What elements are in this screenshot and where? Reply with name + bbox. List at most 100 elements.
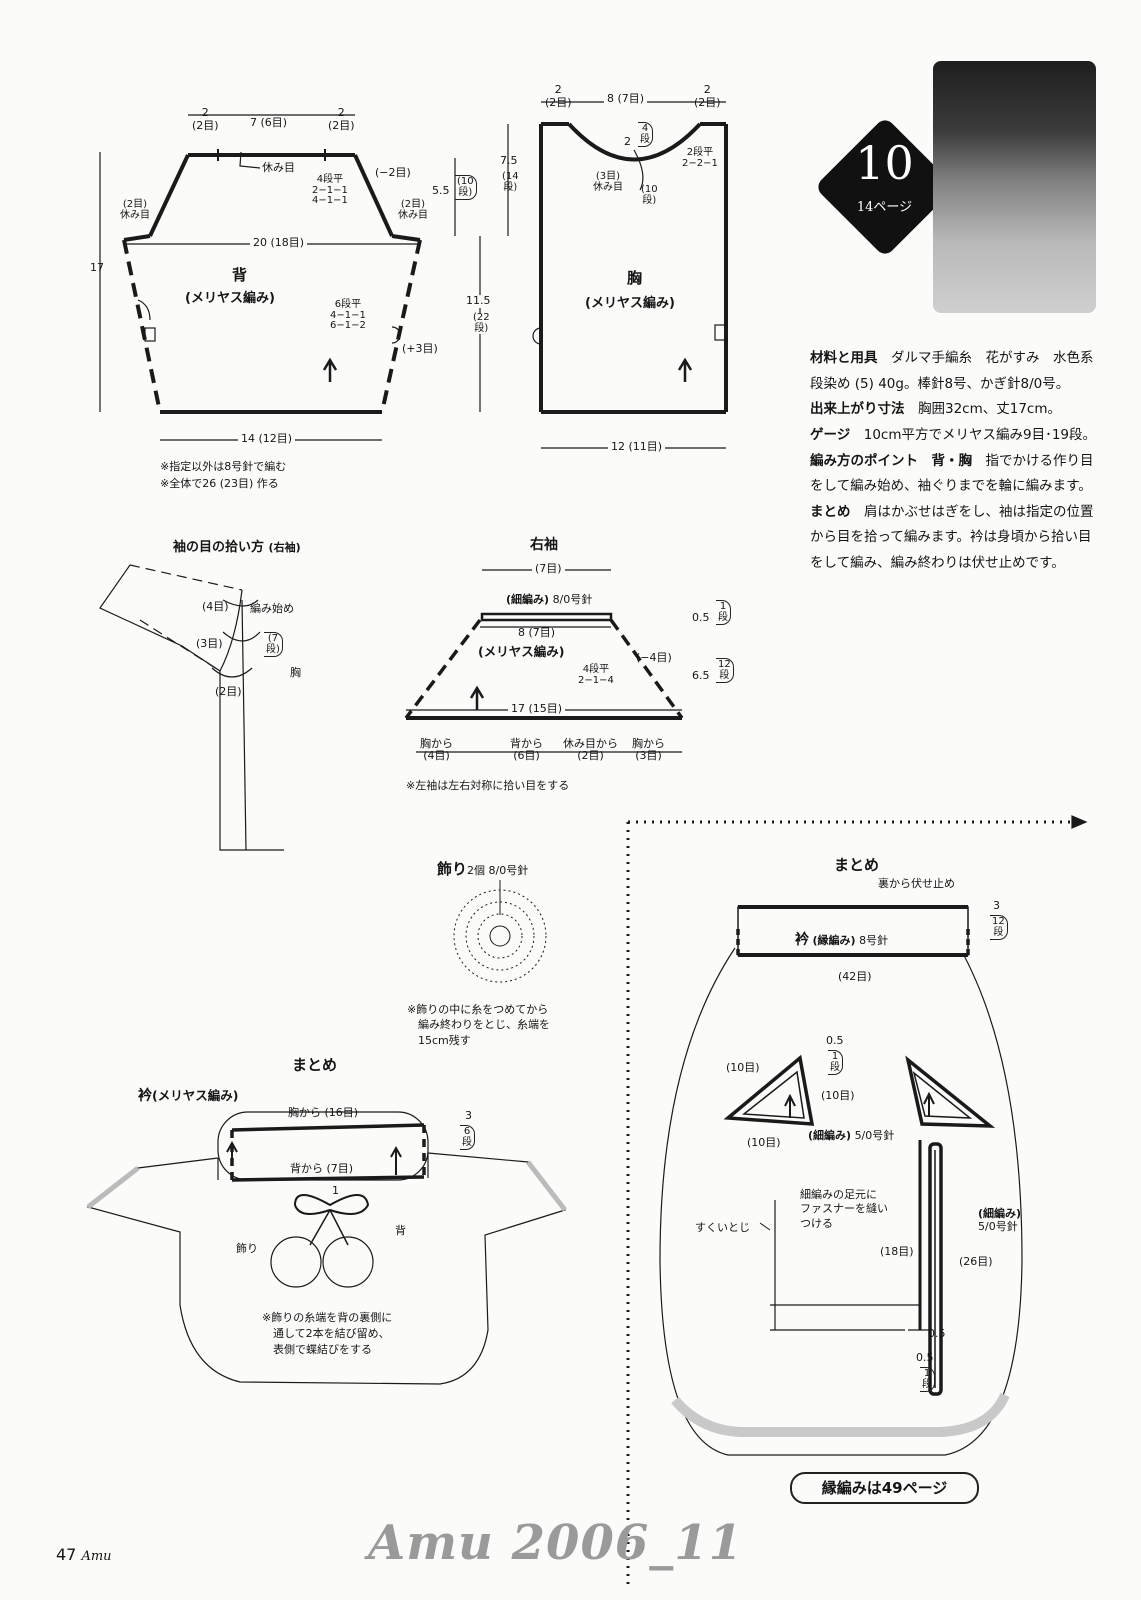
back-piece-outline [99,114,422,441]
product-photo [933,61,1096,313]
front-top-right: 2(2目) [694,83,721,109]
back-note-1: ※指定以外は8号針で編む [160,460,287,473]
right-sleeve-title: 右袖 [530,537,558,553]
finish-left-collar-rows: 6 段 [460,1125,475,1150]
finish-left-collar: 衿(メリヤス編み) [138,1088,239,1104]
pattern-number-badge: 10 14ページ [812,114,957,259]
magazine-brand: Amu 2006_11 [368,1515,744,1571]
back-side-inc-total: (+3目) [402,342,438,355]
ornament-diagram [453,880,547,983]
back-shoulder-dec-total: (−2目) [375,166,411,179]
sleeve-pickup-title: 袖の目の拾い方 (右袖) [173,540,301,555]
pick-4: 胸から(3目) [632,737,665,762]
finish-left-title: まとめ [292,1056,338,1074]
right-sleeve-bottom: 17 (15目) [508,702,566,716]
pocket-a: (10目) [726,1061,760,1074]
zip-note: 細編みの足元に ファスナーを縫い つける [800,1188,888,1230]
zip-left: (18目) [880,1245,914,1258]
right-sleeve-dec-total: (−4目) [636,651,672,664]
materials-item: 材料と用具 ダルマ手編糸 花がすみ 水色系段染め (5) 40g。棒針8号、かぎ… [810,350,1094,392]
pickup-e: 胸 [290,666,301,679]
finish-right-collar-h: 3 [993,899,1000,912]
right-sleeve-body-h: 6.5 [692,669,710,682]
back-height: 17 [90,261,104,274]
finish-right-title: まとめ [834,856,880,874]
pickup-d: (7 段) [264,632,283,657]
pattern-number: 10 [855,136,914,190]
pocket-h: 0.5 [826,1034,844,1047]
back-title: 背 [232,266,248,284]
badge-diamond [818,120,952,254]
finish-left-back-label: 背 [395,1224,406,1237]
ornament-note: ※飾りの中に糸をつめてから 編み終わりをとじ、糸端を 15cm残す [407,1003,550,1047]
finish-left-note: ※飾りの糸端を背の裏側に 通して2本を結び留め、 表側で蝶結びをする [262,1311,393,1356]
finish-right-collar: 衿 (縁編み) 8号針 [795,932,889,948]
front-top-left: 2(2目) [545,83,572,109]
finish-right-collar-sts: (42目) [838,970,872,983]
back-shoulder-dec: 4段平 2−1−1 4−1−1 [312,174,348,206]
right-sleeve-body-rows: 12 段 [716,658,734,683]
front-neck-rows2: (10 段) [641,184,658,206]
back-left-rest: (2目) 休み目 [120,199,150,221]
dotted-separator [626,815,1088,1590]
back-right-rest: (2目) 休み目 [398,199,428,221]
front-side-rows: (10 段) [455,175,477,200]
finish-left-from-back: 背から (7目) [290,1162,354,1175]
bottom-rows: 1 段 [920,1367,935,1392]
finish-left-from-front: 胸から (16目) [288,1106,359,1119]
page-reference: 14ページ [856,200,913,215]
pickup-b: 編み始め [250,602,294,615]
back-top-right: 2(2目) [328,106,355,132]
size-item: 出来上がり寸法 胸囲32cm、丈17cm。 [810,401,1062,418]
pick-2: 背から(6目) [510,737,543,762]
bottom-h2: 0.5 [928,1327,946,1340]
right-sleeve-dec: 4段平 2−1−4 [578,664,614,686]
front-neck-rest: (3目) 休み目 [593,171,623,193]
front-upper-rows: (14 段) [502,171,519,193]
back-note-2: ※全体で26 (23目) 作る [160,477,279,490]
finish-left-outline [86,1111,567,1385]
page-number: 47 Amu [56,1545,112,1564]
finish-right-collar-rows: 12 段 [990,915,1008,940]
back-top-left: 2(2目) [192,106,219,132]
pocket-b: (10目) [821,1089,855,1102]
ornament-title: 飾り2個 8/0号針 [437,860,529,878]
finish-left-one: 1 [332,1184,339,1197]
border-page-reference: 縁編みは49ページ [790,1472,979,1504]
materials-section: 材料と用具 ダルマ手編糸 花がすみ 水色系段染め (5) 40g。棒針8号、かぎ… [810,346,1100,577]
front-neck-dec: 2段平 2−2−1 [682,147,718,169]
right-sleeve-note: ※左袖は左右対称に拾い目をする [406,779,570,792]
front-top-mid: 8 (7目) [604,92,648,106]
zip-right: (26目) [959,1255,993,1268]
bottom-h: 0.5 [916,1351,934,1364]
front-bottom: 12 (11目) [608,440,666,454]
front-side-h: 5.5 [432,184,450,197]
front-lower-rows: (22 段) [473,312,490,334]
gauge-item: ゲージ 10cm平方でメリヤス編み9目･19段。 [810,426,1097,443]
finish-left-ornament: 飾り [236,1242,258,1255]
back-bottom: 14 (12目) [238,432,296,446]
slip-stitch: すくいとじ [695,1221,750,1234]
front-lower-h: 11.5 [466,294,491,308]
back-side-inc: 6段平 4−1−1 6−1−2 [330,299,366,331]
points-item: 編み方のポイント 背・胸 指でかける作り目をして編み始め、袖ぐりまでを輪に編みま… [810,452,1094,572]
front-title: 胸 [627,269,643,287]
zip-edge: (細編み)5/0号針 [978,1207,1022,1233]
right-sleeve-edge-h: 0.5 [692,611,710,624]
right-sleeve-top: (7目) [532,562,565,576]
pickup-c: (3目) [196,637,223,650]
pickup-f: (2目) [215,685,242,698]
sleeve-pickup-outline [99,564,284,851]
back-top-mid: 7 (6目) [250,116,288,129]
back-subtitle: (メリヤス編み) [185,291,275,306]
front-upper-h: 7.5 [500,154,518,167]
pick-1: 胸から(4目) [420,737,453,762]
right-sleeve-edge-rows: 1 段 [716,600,731,625]
finish-right-bind-off: 裏から伏せ止め [878,877,955,890]
finish-left-collar-h: 3 [465,1109,472,1122]
front-neck-h: 2 [624,135,631,148]
right-sleeve-stitch: (メリヤス編み) [478,644,565,659]
pickup-a: (4目) [202,600,229,613]
pocket-rows: 1 段 [828,1050,843,1075]
pick-3: 休み目から(2目) [563,737,618,762]
